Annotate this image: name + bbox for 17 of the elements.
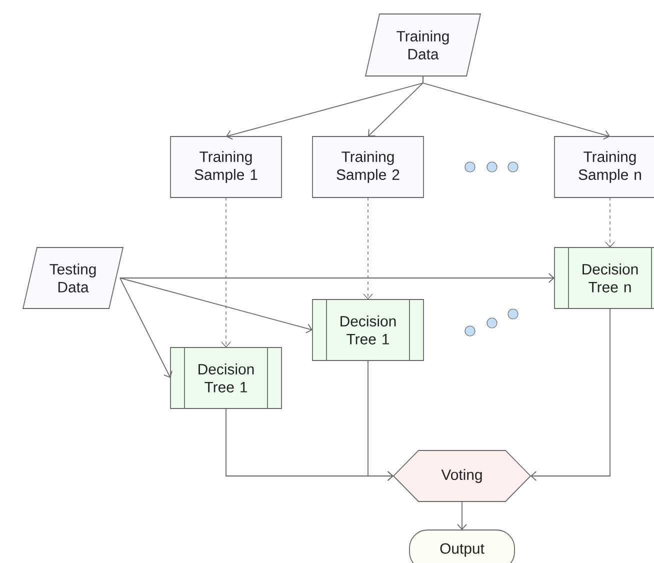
predefined-process-box: Decision Tree 1 [170,347,282,409]
predefined-process-box: Decision Tree 1 [312,299,424,361]
arrow [457,501,467,530]
arrow [221,197,231,348]
arrow [120,278,312,334]
arrow [605,197,615,248]
process-box: Training Sample 2 [312,136,424,198]
arrow [530,308,610,481]
arrow [422,76,610,140]
terminal-box: Output [409,530,515,563]
arrow [120,278,172,378]
process-box: Training Sample 1 [170,136,282,198]
predefined-process-box: Decision Tree n [554,247,654,309]
arrow [368,360,394,481]
process-box: Training Sample n [554,136,654,198]
arrow [120,273,554,283]
arrow [363,197,373,300]
